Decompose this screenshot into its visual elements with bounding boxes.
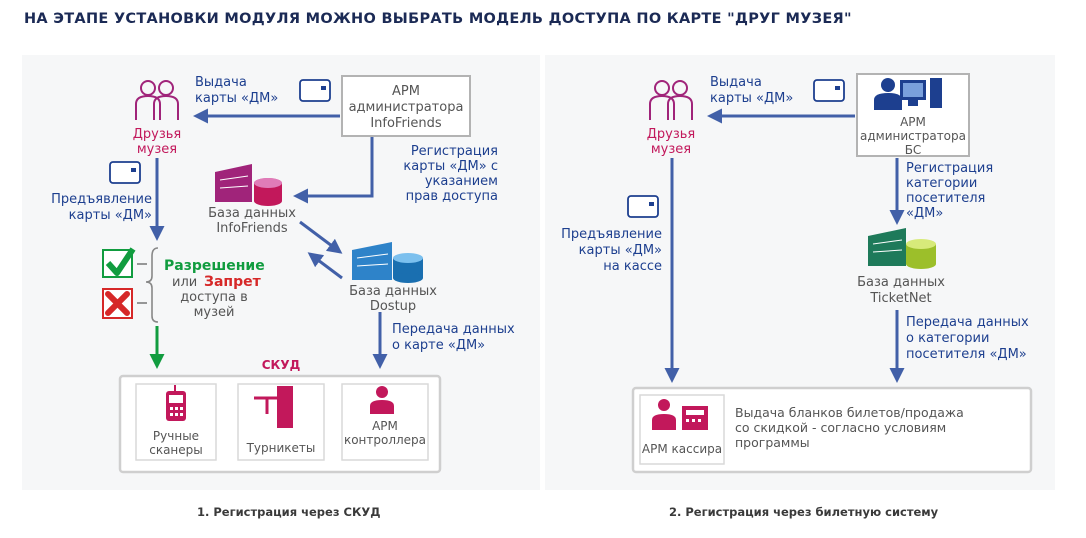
friends-icon — [135, 80, 179, 120]
card-icon — [627, 195, 659, 218]
access-label-2: музей — [194, 305, 235, 320]
db-infofriends-label-1: База данных — [208, 206, 296, 221]
transfer-label-2: о категории — [906, 331, 989, 346]
check-icon — [102, 247, 136, 278]
arm-admin-bs-label-3: БС — [905, 143, 922, 157]
arm-cashier-label: АРМ кассира — [642, 442, 722, 456]
issue-label-1: Выдача — [710, 75, 762, 90]
register-label-4: «ДМ» — [906, 206, 943, 221]
person-computer-icon — [874, 78, 942, 110]
access-label-1: доступа в — [180, 290, 248, 305]
cashier-box — [631, 386, 1033, 474]
arm-admin-label-3: InfoFriends — [370, 116, 442, 131]
register-label-3: указанием — [425, 174, 498, 189]
friends-label-2: музея — [137, 142, 177, 157]
arrow-register — [293, 137, 374, 204]
db-ticketnet-label-2: TicketNet — [869, 291, 931, 306]
present-label-1: Предъявление — [51, 192, 152, 207]
scanners-label-2: сканеры — [149, 443, 203, 457]
register-label-2: карты «ДМ» с — [403, 159, 498, 174]
register-label-1: Регистрация — [906, 161, 993, 176]
arm-controller-label-2: контроллера — [344, 433, 426, 447]
db-dostup-label-1: База данных — [349, 284, 437, 299]
arm-controller-label-1: АРМ — [372, 419, 398, 433]
transfer-label-3: посетителя «ДМ» — [906, 347, 1027, 362]
skud-label: СКУД — [262, 358, 301, 372]
result-label-3: программы — [735, 435, 810, 450]
transfer-label-1: Передача данных — [906, 315, 1029, 330]
turnstile-icon — [254, 386, 293, 428]
or-label: или — [172, 275, 197, 290]
page-title: НА ЭТАПЕ УСТАНОВКИ МОДУЛЯ МОЖНО ВЫБРАТЬ … — [24, 11, 852, 27]
register-label-3: посетителя — [906, 191, 985, 206]
friends-icon — [649, 80, 693, 120]
deny-label: Запрет — [204, 274, 262, 290]
present-label-2: карты «ДМ» — [69, 208, 152, 223]
friends-label-1: Друзья — [133, 127, 182, 142]
cross-icon — [102, 288, 133, 319]
friends-label-2: музея — [651, 142, 691, 157]
db-infofriends-label-2: InfoFriends — [216, 221, 288, 236]
arrow-db-sync-down — [299, 220, 343, 254]
issue-label-2: карты «ДМ» — [195, 91, 278, 106]
scanner-icon — [166, 385, 186, 421]
database-infofriends-icon — [215, 164, 282, 206]
arrow-db-sync-up — [307, 252, 343, 280]
result-label-2: со скидкой - согласно условиям — [735, 420, 946, 435]
friends-label-1: Друзья — [647, 127, 696, 142]
arm-admin-label-2: администратора — [349, 100, 464, 115]
card-icon — [813, 79, 845, 102]
register-label-1: Регистрация — [411, 144, 498, 159]
issue-label-1: Выдача — [195, 75, 247, 90]
register-label-4: прав доступа — [406, 189, 498, 204]
card-icon — [299, 79, 331, 102]
present-label-2: карты «ДМ» — [579, 243, 662, 258]
database-ticketnet-icon — [868, 228, 936, 269]
transfer-label-2: о карте «ДМ» — [392, 338, 485, 353]
issue-label-2: карты «ДМ» — [710, 91, 793, 106]
scanners-label-1: Ручные — [153, 429, 199, 443]
register-label-2: категории — [906, 176, 977, 191]
db-dostup-label-2: Dostup — [370, 299, 416, 314]
present-label-1: Предъявление — [561, 227, 662, 242]
present-label-3: на кассе — [603, 259, 662, 274]
caption-ticket-system: 2. Регистрация через билетную систему — [669, 505, 939, 519]
turnstiles-label: Турникеты — [246, 441, 316, 455]
database-dostup-icon — [352, 242, 423, 283]
caption-skud: 1. Регистрация через СКУД — [197, 505, 381, 519]
brace — [145, 247, 159, 323]
arm-admin-box — [341, 75, 471, 137]
arm-admin-label-1: АРМ — [392, 84, 420, 99]
db-ticketnet-label-1: База данных — [857, 275, 945, 290]
arm-admin-bs-label-2: администратора — [860, 129, 966, 143]
cashier-icon — [652, 399, 708, 430]
transfer-label-1: Передача данных — [392, 322, 515, 337]
card-icon — [109, 161, 141, 184]
result-label-1: Выдача бланков билетов/продажа — [735, 405, 964, 420]
arm-admin-bs-label-1: АРМ — [900, 115, 926, 129]
person-computer-icon — [370, 386, 394, 414]
allow-label: Разрешение — [164, 258, 265, 274]
